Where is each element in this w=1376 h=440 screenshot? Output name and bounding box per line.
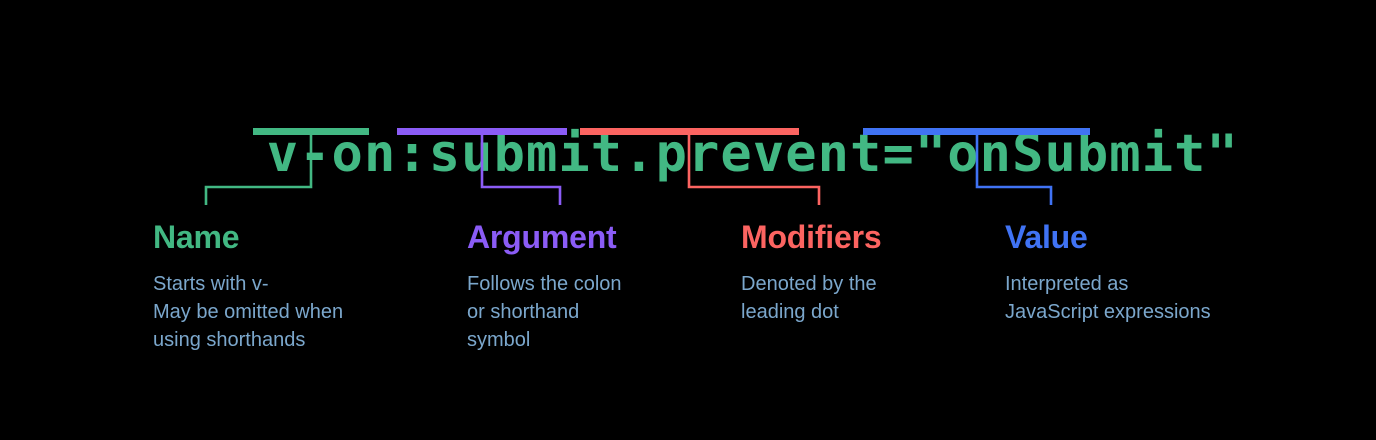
annotation-argument: Argument Follows the colon or shorthand … bbox=[467, 218, 622, 354]
annotation-modifiers: Modifiers Denoted by the leading dot bbox=[741, 218, 882, 326]
annotation-desc-name: Starts with v- May be omitted when using… bbox=[153, 273, 344, 351]
annotation-name: Name Starts with v- May be omitted when … bbox=[153, 218, 343, 354]
annotation-desc-modifiers: Denoted by the leading dot bbox=[741, 273, 877, 323]
code-expression-text: v-on:submit.prevent="onSubmit" bbox=[266, 124, 1239, 184]
annotation-title-modifiers: Modifiers bbox=[741, 219, 882, 255]
annotation-title-value: Value bbox=[1005, 219, 1088, 255]
annotation-desc-value: Interpreted as JavaScript expressions bbox=[1005, 273, 1211, 323]
annotation-title-name: Name bbox=[153, 219, 240, 255]
annotation-desc-argument: Follows the colon or shorthand symbol bbox=[467, 273, 622, 351]
annotation-title-argument: Argument bbox=[467, 219, 617, 255]
annotation-value: Value Interpreted as JavaScript expressi… bbox=[1005, 218, 1211, 326]
